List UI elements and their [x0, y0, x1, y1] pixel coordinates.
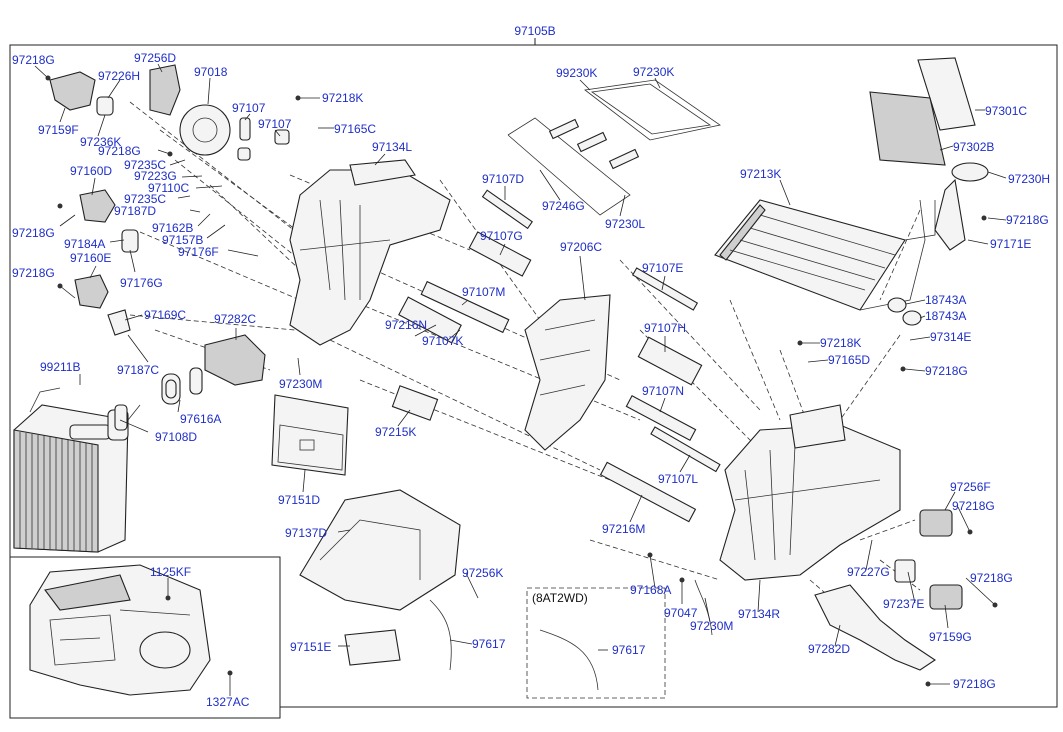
callout-97171E[interactable]: 97171E [990, 237, 1031, 251]
callout-97218G[interactable]: 97218G [970, 571, 1013, 585]
callout-97107M[interactable]: 97107M [462, 285, 505, 299]
callout-97165C[interactable]: 97165C [334, 122, 376, 136]
callout-97107[interactable]: 97107 [258, 117, 292, 131]
callout-97162B[interactable]: 97162B [152, 221, 193, 235]
callout-97213K[interactable]: 97213K [740, 167, 781, 181]
callout-97107K[interactable]: 97107K [422, 334, 463, 348]
callout-97110C[interactable]: 97110C [148, 181, 189, 195]
callout-97216M[interactable]: 97216M [602, 522, 645, 536]
callout-97105B[interactable]: 97105B [514, 24, 555, 38]
callout-18743A[interactable]: 18743A [925, 309, 966, 323]
inset-assembly [29, 564, 211, 696]
callout-97218G[interactable]: 97218G [12, 226, 55, 240]
callout-97617[interactable]: 97617 [472, 637, 506, 651]
callout-97206C[interactable]: 97206C [560, 240, 602, 254]
callout-97157B[interactable]: 97157B [162, 233, 203, 247]
callout-97159F[interactable]: 97159F [38, 123, 79, 137]
callout-97226H[interactable]: 97226H [98, 69, 140, 83]
callout-97235C[interactable]: 97235C [124, 158, 166, 172]
callout-97218G[interactable]: 97218G [1006, 213, 1049, 227]
callout-97108D[interactable]: 97108D [155, 430, 197, 444]
callout-97187D[interactable]: 97187D [114, 204, 156, 218]
callout-97218K[interactable]: 97218K [322, 91, 363, 105]
callout-97160D[interactable]: 97160D [70, 164, 112, 178]
callout-97218G[interactable]: 97218G [952, 499, 995, 513]
callout-97218G[interactable]: 97218G [12, 266, 55, 280]
callout-97218G[interactable]: 97218G [953, 677, 996, 691]
callout-97134R[interactable]: 97134R [738, 607, 780, 621]
callout-97134L[interactable]: 97134L [372, 140, 412, 154]
callout-97246G[interactable]: 97246G [542, 199, 585, 213]
callout-97230M[interactable]: 97230M [690, 619, 733, 633]
leader-lines [34, 63, 1007, 696]
callout-97282C[interactable]: 97282C [214, 312, 256, 326]
callout-97223G[interactable]: 97223G [134, 169, 177, 183]
callout-97151E[interactable]: 97151E [290, 640, 331, 654]
callout-97256K[interactable]: 97256K [462, 566, 503, 580]
variant-box-8at2wd [526, 587, 666, 699]
callout-97184A[interactable]: 97184A [64, 237, 105, 251]
callout-97018[interactable]: 97018 [194, 65, 228, 79]
callout-97159G[interactable]: 97159G [929, 630, 972, 644]
fastener-marks [45, 75, 998, 687]
callout-97169C[interactable]: 97169C [144, 308, 186, 322]
callout-97168A[interactable]: 97168A [630, 583, 671, 597]
callout-1327AC[interactable]: 1327AC [206, 695, 250, 709]
callout-97314E[interactable]: 97314E [930, 330, 971, 344]
part-callouts: 97105B 97218G 97256D 97226H 97018 97159F… [12, 24, 1050, 709]
callout-97107L[interactable]: 97107L [658, 472, 698, 486]
callout-97107G[interactable]: 97107G [480, 229, 523, 243]
callout-97256F[interactable]: 97256F [950, 480, 991, 494]
callout-1125KF[interactable]: 1125KF [150, 565, 191, 579]
callout-99230K[interactable]: 99230K [556, 66, 597, 80]
callout-97230M[interactable]: 97230M [279, 377, 322, 391]
callout-97107[interactable]: 97107 [232, 101, 266, 115]
callout-97230L[interactable]: 97230L [605, 217, 645, 231]
callout-97107N[interactable]: 97107N [642, 384, 684, 398]
callout-97218G[interactable]: 97218G [98, 144, 141, 158]
callout-97107H[interactable]: 97107H [644, 321, 686, 335]
callout-97176F[interactable]: 97176F [178, 245, 219, 259]
evaporator-core [13, 387, 141, 553]
callout-97617[interactable]: 97617 [612, 643, 646, 657]
callout-97187C[interactable]: 97187C [117, 363, 159, 377]
callout-97107E[interactable]: 97107E [642, 261, 683, 275]
callout-97236K[interactable]: 97236K [80, 135, 121, 149]
callout-97218K[interactable]: 97218K [820, 336, 861, 350]
callout-97616A[interactable]: 97616A [180, 412, 221, 426]
callout-97237E[interactable]: 97237E [883, 597, 924, 611]
callout-97230K[interactable]: 97230K [633, 65, 674, 79]
callout-97165D[interactable]: 97165D [828, 353, 870, 367]
callout-18743A[interactable]: 18743A [925, 293, 966, 307]
callout-97302B[interactable]: 97302B [953, 140, 994, 154]
callout-97301C[interactable]: 97301C [985, 104, 1027, 118]
callout-97215K[interactable]: 97215K [375, 425, 416, 439]
callout-99211B[interactable]: 99211B [40, 360, 80, 374]
variant-note-8at2wd: (8AT2WD) [532, 591, 588, 605]
callout-97256D[interactable]: 97256D [134, 51, 176, 65]
callout-97230H[interactable]: 97230H [1008, 172, 1050, 186]
callout-97151D[interactable]: 97151D [278, 493, 320, 507]
callout-97216N[interactable]: 97216N [385, 318, 427, 332]
callout-97227G[interactable]: 97227G [847, 565, 890, 579]
callout-97047[interactable]: 97047 [664, 606, 698, 620]
callout-97282D[interactable]: 97282D [808, 642, 850, 656]
callout-97235C[interactable]: 97235C [124, 192, 166, 206]
callout-97176G[interactable]: 97176G [120, 276, 163, 290]
callout-97137D[interactable]: 97137D [285, 526, 327, 540]
callout-97160E[interactable]: 97160E [70, 251, 111, 265]
callout-97107D[interactable]: 97107D [482, 172, 524, 186]
callout-97218G[interactable]: 97218G [12, 53, 55, 67]
callout-97218G[interactable]: 97218G [925, 364, 968, 378]
part-drawings [13, 57, 989, 696]
